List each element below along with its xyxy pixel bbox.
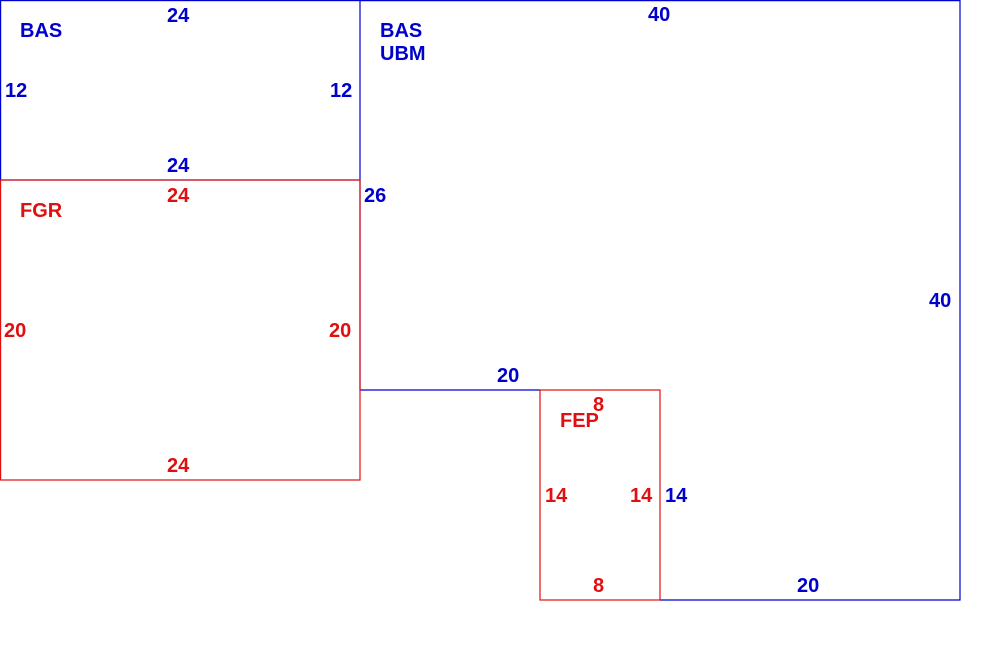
bas-small-label: BAS — [20, 20, 62, 42]
bas-small-left-dim: 12 — [5, 80, 27, 102]
fep-top-dim: 8 — [593, 394, 604, 416]
fgr-bottom-dim: 24 — [167, 455, 190, 477]
bas-small-right-dim: 12 — [330, 80, 352, 102]
bas-small-top-dim: 24 — [167, 5, 190, 27]
fep-outline — [539, 389, 661, 601]
fgr-right-dim: 20 — [329, 320, 351, 342]
fep-right-dim: 14 — [630, 485, 653, 507]
bas-small-bottom-dim: 24 — [167, 155, 190, 177]
fgr-outline — [0, 179, 361, 481]
fgr-top-dim: 24 — [167, 185, 190, 207]
fep-bottom-dim: 8 — [593, 575, 604, 597]
bas-ubm-bottom-dim: 20 — [797, 575, 819, 597]
bas-ubm-label-line2: UBM — [380, 43, 426, 65]
fgr-label: FGR — [20, 200, 63, 222]
fep-label: FEP — [560, 410, 599, 432]
bas-ubm-top-dim: 40 — [648, 4, 670, 26]
fep-left-dim: 14 — [545, 485, 568, 507]
bas-ubm-step-top-dim: 20 — [497, 365, 519, 387]
bas-ubm-label-line1: BAS — [380, 20, 422, 42]
bas-ubm-right-dim: 40 — [929, 290, 951, 312]
bas-ubm-left-inner-dim: 26 — [364, 185, 386, 207]
bas-ubm-step-side-dim: 14 — [665, 485, 688, 507]
fgr-left-dim: 20 — [4, 320, 26, 342]
